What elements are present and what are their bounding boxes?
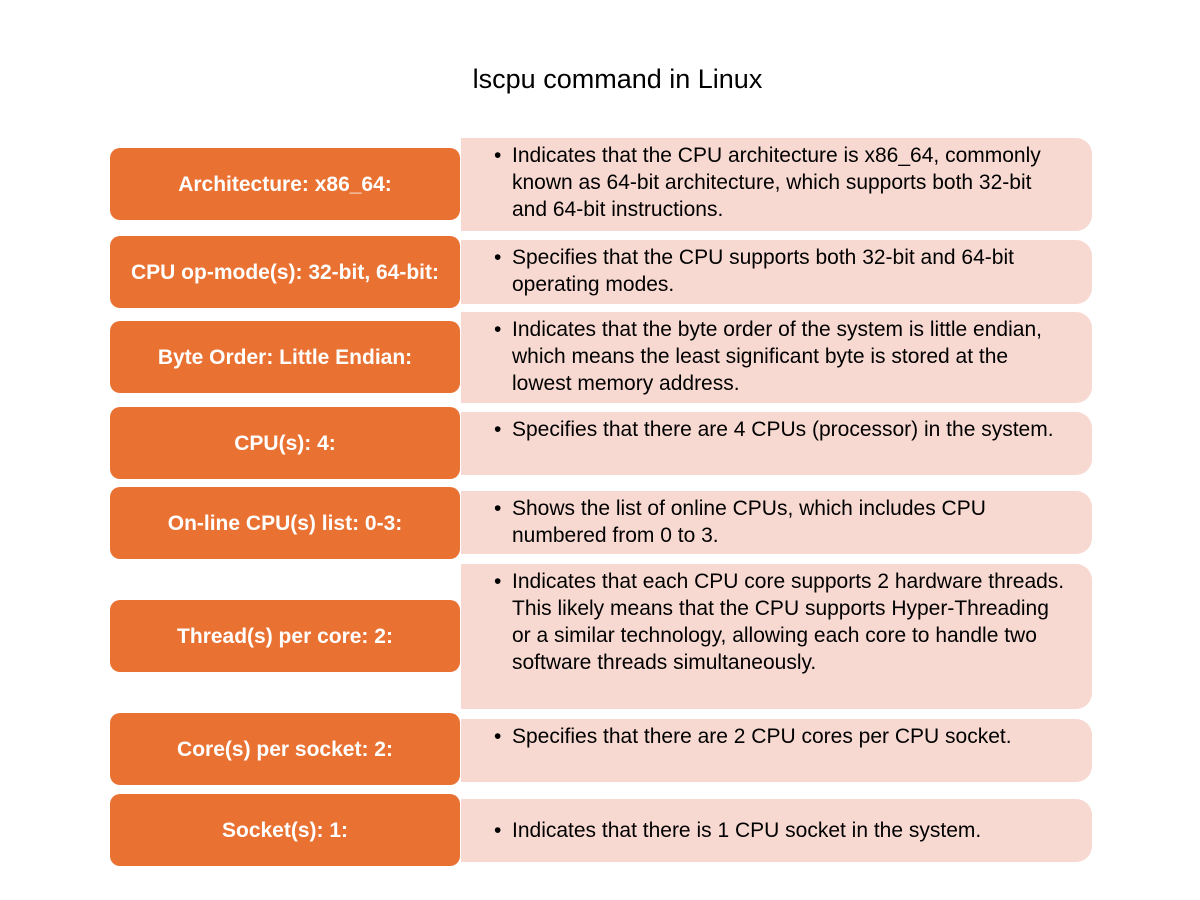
description-text: Indicates that the CPU architecture is x… — [512, 144, 1041, 221]
bullet-icon: • — [494, 570, 502, 593]
description-cpu-op-modes: • Specifies that the CPU supports both 3… — [461, 240, 1092, 304]
description-online-cpu-list: • Shows the list of online CPUs, which i… — [461, 491, 1092, 554]
description-text: Shows the list of online CPUs, which inc… — [512, 497, 986, 547]
bullet-icon: • — [494, 318, 502, 341]
description-byte-order: • Indicates that the byte order of the s… — [461, 312, 1092, 403]
label-sockets: Socket(s): 1: — [110, 794, 460, 866]
label-cpus: CPU(s): 4: — [110, 407, 460, 479]
bullet-icon: • — [494, 497, 502, 520]
bullet-icon: • — [494, 725, 502, 748]
description-cores-per-socket: • Specifies that there are 2 CPU cores p… — [461, 719, 1092, 782]
bullet-icon: • — [494, 144, 502, 167]
description-architecture: • Indicates that the CPU architecture is… — [461, 138, 1092, 231]
label-architecture: Architecture: x86_64: — [110, 148, 460, 220]
description-text: Indicates that there is 1 CPU socket in … — [512, 819, 982, 842]
description-threads-per-core: • Indicates that each CPU core supports … — [461, 564, 1092, 709]
label-threads-per-core: Thread(s) per core: 2: — [110, 600, 460, 672]
diagram-title: lscpu command in Linux — [472, 64, 763, 94]
bullet-icon: • — [494, 418, 502, 441]
description-text: Indicates that each CPU core supports 2 … — [512, 570, 1065, 674]
label-online-cpu-list: On-line CPU(s) list: 0-3: — [110, 487, 460, 559]
description-text: Specifies that there are 4 CPUs (process… — [512, 418, 1054, 441]
bullet-icon: • — [494, 246, 502, 269]
description-text: Specifies that the CPU supports both 32-… — [512, 246, 1014, 296]
label-byte-order: Byte Order: Little Endian: — [110, 321, 460, 393]
label-cpu-op-modes: CPU op-mode(s): 32-bit, 64-bit: — [110, 236, 460, 308]
bullet-icon: • — [494, 819, 502, 842]
description-text: Indicates that the byte order of the sys… — [512, 318, 1042, 395]
description-text: Specifies that there are 2 CPU cores per… — [512, 725, 1012, 748]
label-cores-per-socket: Core(s) per socket: 2: — [110, 713, 460, 785]
description-sockets: • Indicates that there is 1 CPU socket i… — [461, 799, 1092, 862]
description-cpus: • Specifies that there are 4 CPUs (proce… — [461, 412, 1092, 475]
